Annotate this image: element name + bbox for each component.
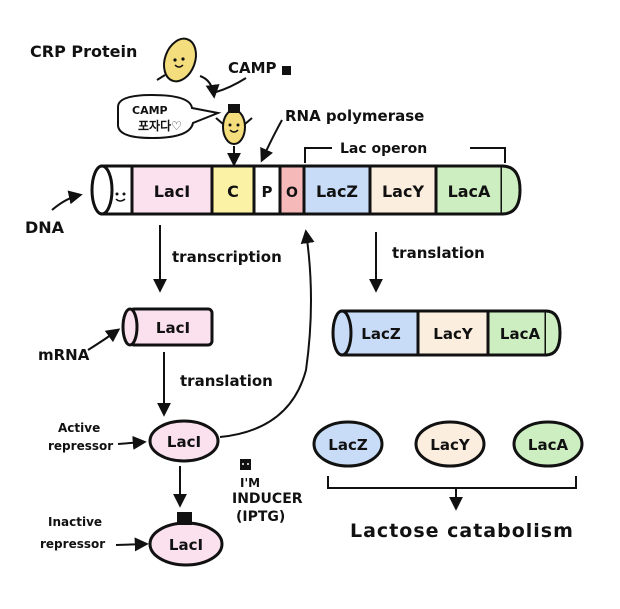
- bubble-text-line1: CAMP: [132, 104, 168, 117]
- active-repressor-laci: LacI: [167, 433, 201, 451]
- dna-strand: [90, 164, 522, 216]
- dna-label: DNA: [25, 218, 65, 237]
- transcription-label: transcription: [172, 248, 282, 266]
- crp-binding-arrow: [199, 75, 220, 99]
- dna-segment-lacz: [302, 164, 372, 216]
- dna-c-label: C: [227, 182, 239, 201]
- dna-laci-label: LacI: [154, 182, 190, 201]
- dna-lacy-label: LacY: [382, 182, 424, 201]
- crp-arm: [156, 74, 166, 81]
- bound-inducer-icon: [177, 512, 192, 525]
- protein-lacy-shape: [414, 420, 486, 468]
- dna-laca-label: LacA: [448, 182, 491, 201]
- camp-icon: [282, 66, 291, 75]
- poly-laca-label: LacA: [500, 325, 541, 343]
- dna-pointer-arrow: [51, 190, 83, 211]
- active-label-line1: Active: [58, 421, 100, 435]
- inactive-label-line1: Inactive: [48, 515, 102, 529]
- inactive-pointer-arrow: [115, 537, 149, 552]
- dna-lacz-label: LacZ: [316, 182, 358, 201]
- dna-segment-o: [278, 164, 306, 216]
- dna-segment-laci: [130, 164, 214, 216]
- camp-crp-complex-icon: [215, 104, 253, 145]
- crp-protein-icon: [163, 37, 197, 83]
- polycistronic-mrna: [331, 309, 562, 357]
- camp-label: CAMP: [228, 59, 277, 77]
- poly-lacz-label: LacZ: [361, 325, 401, 343]
- active-pointer-arrow: [117, 435, 147, 450]
- protein-laca-shape: [512, 420, 584, 468]
- camp-arrow: [215, 77, 247, 93]
- protein-lacz-shape: [312, 420, 384, 468]
- lac-operon-bracket-right: [470, 147, 506, 163]
- inducer-label-line1: I'M: [240, 476, 260, 490]
- active-label-line2: repressor: [48, 439, 113, 453]
- dna-o-label: O: [286, 185, 298, 201]
- lac-operon-bracket-left: [304, 147, 332, 163]
- lac-operon-label: Lac operon: [340, 141, 427, 157]
- inducer-label-line2: INDUCER: [232, 491, 303, 507]
- bubble-text-line2: 포자다♡: [138, 118, 182, 133]
- laci-mrna: [121, 307, 214, 347]
- crp-protein-label: CRP Protein: [30, 42, 137, 61]
- dna-segment-c: [210, 164, 256, 216]
- protein-laca-label: LacA: [528, 436, 569, 454]
- mrna-pointer-arrow: [87, 328, 121, 351]
- inducer-icon: [240, 459, 251, 470]
- inactive-repressor-laci: LacI: [169, 536, 203, 554]
- protein-lacz-label: LacZ: [328, 436, 368, 454]
- inducer-label-line3: (IPTG): [236, 509, 285, 525]
- lactose-catabolism-label: Lactose catabolism: [350, 520, 574, 542]
- rna-polymerase-arrow: [260, 119, 283, 163]
- mrna-label: mRNA: [38, 346, 90, 364]
- active-repressor-shape: [148, 419, 220, 463]
- dna-segment-laca: [434, 164, 504, 216]
- inactive-label-line2: repressor: [40, 537, 105, 551]
- dna-p-label: P: [262, 183, 273, 201]
- poly-lacy-label: LacY: [433, 325, 474, 343]
- dna-right-cap: [501, 164, 522, 216]
- speech-bubble: [117, 93, 222, 140]
- rna-polymerase-label: RNA polymerase: [285, 107, 424, 125]
- protein-lacy-label: LacY: [430, 436, 471, 454]
- catabolism-bracket: [327, 476, 577, 489]
- repressor-to-operator-arrow: [219, 229, 315, 438]
- mrna-laci-label: LacI: [156, 319, 190, 337]
- dna-left-cap: [90, 164, 114, 216]
- translation-right-label: translation: [392, 244, 485, 262]
- translation-left-label: translation: [180, 372, 273, 390]
